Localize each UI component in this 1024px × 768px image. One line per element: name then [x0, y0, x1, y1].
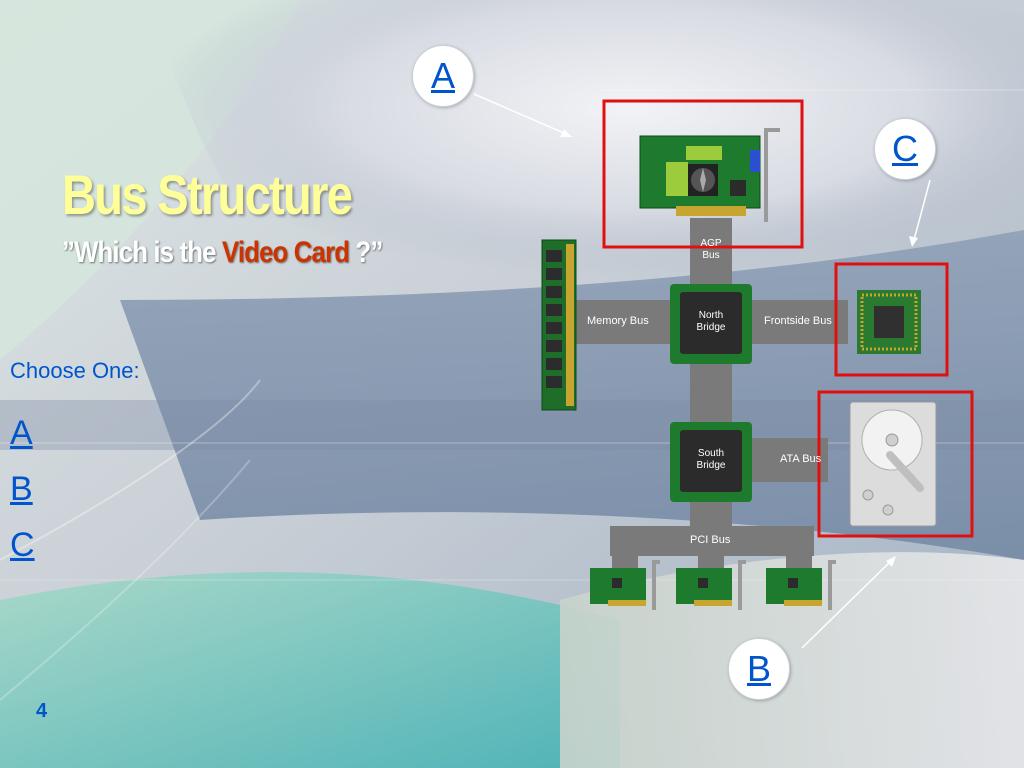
pci-drop-3 [786, 554, 812, 570]
choose-one-label: Choose One: [10, 358, 140, 383]
pci-bus-band [610, 526, 814, 556]
south-bridge-chip-icon [670, 422, 752, 502]
memory-module-icon [541, 239, 577, 411]
callout-a-label: A [430, 55, 455, 96]
pci-card-2-icon [676, 560, 746, 610]
frontside-bus-label: Frontside Bus [764, 315, 832, 327]
slide-title-text: Bus Structure [62, 163, 353, 226]
south-to-pci-band [690, 500, 732, 530]
callout-b-label: B [746, 648, 771, 689]
agp-bus-line1: AGP [700, 238, 722, 249]
callout-c-button[interactable]: C [874, 118, 936, 180]
pci-drop-2 [698, 554, 724, 570]
slide-subtitle: ”Which is the Video Card ?” [62, 236, 383, 270]
option-c-link[interactable]: C [10, 526, 35, 564]
south-bridge-line1: South [697, 448, 725, 459]
subtitle-suffix: ?” [349, 236, 383, 269]
cpu-icon [857, 290, 921, 354]
memory-bus-label: Memory Bus [587, 315, 649, 327]
highlight-box-video-card [602, 99, 804, 249]
pci-card-1-icon [590, 560, 660, 610]
callout-a-button[interactable]: A [412, 45, 474, 107]
frontside-bus-band [748, 300, 848, 344]
agp-bus-band [690, 218, 732, 290]
south-bridge-label: South Bridge [680, 448, 742, 472]
arrow-a [473, 93, 572, 137]
agp-bus-label: AGP Bus [690, 238, 732, 262]
arrow-b [801, 556, 896, 649]
slide-title: Bus Structure [62, 162, 353, 227]
option-a-link[interactable]: A [10, 414, 33, 452]
memory-bus-band [572, 300, 676, 344]
callout-b-button[interactable]: B [728, 638, 790, 700]
subtitle-highlight: Video Card [221, 236, 350, 269]
arrow-c [909, 179, 931, 247]
callout-c-label: C [892, 128, 918, 169]
video-card-icon [639, 128, 780, 222]
pci-bus-label: PCI Bus [690, 534, 731, 546]
pci-card-3-icon [766, 560, 836, 610]
north-bridge-label: North Bridge [680, 310, 742, 334]
highlight-box-cpu [834, 262, 949, 377]
ata-bus-band [748, 438, 828, 482]
north-bridge-line1: North [698, 310, 724, 321]
north-bridge-line2: Bridge [696, 322, 726, 333]
agp-bus-line2: Bus [702, 250, 720, 261]
option-b-link[interactable]: B [10, 470, 33, 508]
subtitle-prefix: ”Which is the [62, 236, 222, 269]
highlight-box-hard-drive [817, 390, 974, 538]
north-bridge-chip-icon [670, 284, 752, 364]
bridge-link-band [690, 362, 732, 426]
south-bridge-line2: Bridge [696, 460, 726, 471]
page-number: 4 [36, 700, 48, 722]
ata-bus-label: ATA Bus [780, 453, 822, 465]
pci-drop-1 [612, 554, 638, 570]
hard-drive-icon [849, 401, 937, 527]
